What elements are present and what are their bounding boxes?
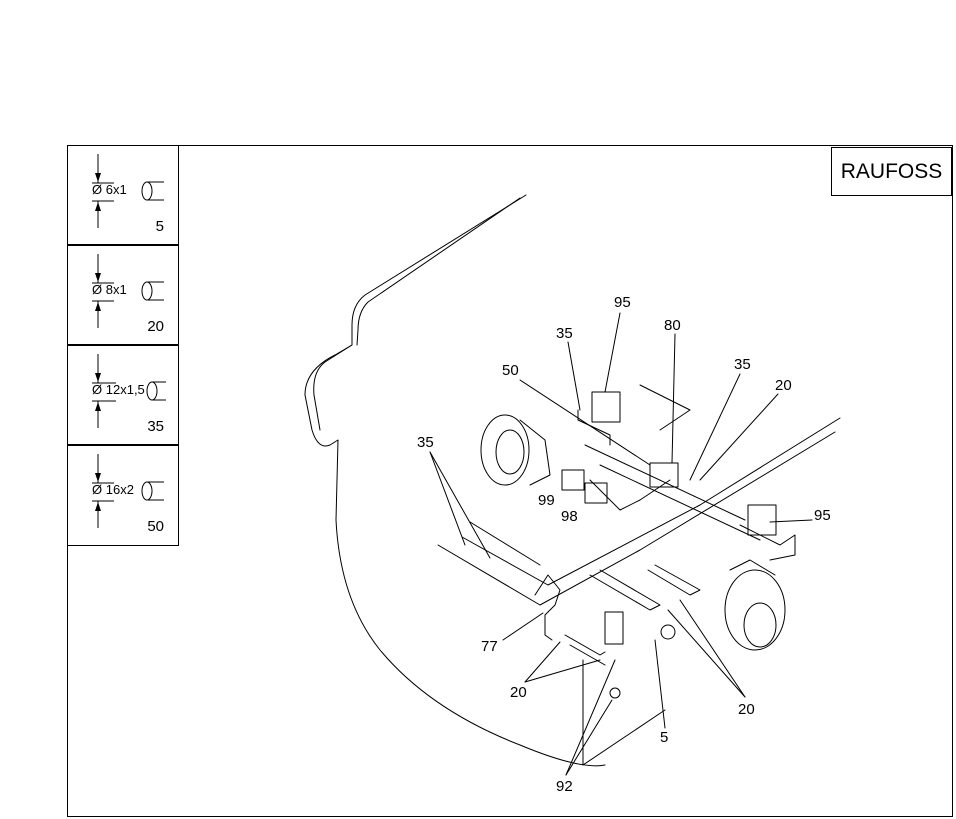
leader-35c-1 xyxy=(429,451,466,546)
main-pipe-1 xyxy=(437,431,836,606)
callout-95-top: 95 xyxy=(614,294,631,311)
cab-outline-inner xyxy=(356,197,521,346)
pipe-valve-loop xyxy=(577,409,611,446)
dimension-arrows-icon xyxy=(92,154,164,228)
leader-20c-2 xyxy=(679,599,746,698)
brake-chamber-left xyxy=(480,414,530,486)
pipe-center xyxy=(589,569,661,611)
valve-95-right xyxy=(747,504,777,536)
callout-35-top: 35 xyxy=(556,325,573,342)
callout-20-left: 20 xyxy=(510,684,527,701)
main-pipe-3 xyxy=(469,521,541,566)
legend-qty: 20 xyxy=(147,318,164,335)
pipe-top-1 xyxy=(639,384,691,431)
pipe-98-loop xyxy=(589,479,671,511)
legend-row-8x1: Ø 8x1 20 xyxy=(67,245,179,345)
pipe-lower xyxy=(564,634,606,666)
legend-row-6x1: Ø 6x1 5 xyxy=(67,145,179,245)
leader-20c-1 xyxy=(667,609,746,698)
leader-35b xyxy=(689,373,741,481)
cab-outline xyxy=(304,194,606,767)
callout-77: 77 xyxy=(481,638,498,655)
legend-qty: 50 xyxy=(147,518,164,535)
leader-20b-2 xyxy=(524,659,601,683)
cab-mirror xyxy=(313,344,353,431)
valve-99 xyxy=(561,469,585,491)
leader-92-1 xyxy=(565,659,616,776)
callout-99: 99 xyxy=(538,492,555,509)
pipe-center-2 xyxy=(647,564,701,596)
dimension-arrows-icon xyxy=(92,354,166,428)
legend-size-label: Ø 16x2 xyxy=(92,482,134,497)
legend-size-label: Ø 8x1 xyxy=(92,282,127,297)
leader-77 xyxy=(502,612,544,641)
leader-50 xyxy=(519,379,651,466)
pipe-right-2 xyxy=(584,444,746,521)
valve-92 xyxy=(604,611,624,645)
legend-qty: 35 xyxy=(147,418,164,435)
legend-row-12x1-5: Ø 12x1,5 35 xyxy=(67,345,179,445)
leader-35a xyxy=(567,341,581,411)
pipe-right-loop xyxy=(739,524,796,561)
callout-5: 5 xyxy=(660,729,668,746)
pipe-right-1 xyxy=(599,464,761,541)
callout-92: 92 xyxy=(556,778,573,795)
leader-95b xyxy=(769,519,813,523)
callout-35-left: 35 xyxy=(417,434,434,451)
drawing-frame xyxy=(67,145,953,817)
callout-20-bottom: 20 xyxy=(738,701,755,718)
leader-35c-2 xyxy=(429,451,491,559)
leader-20b-1 xyxy=(524,641,561,683)
leader-95a xyxy=(604,312,621,393)
callout-20-right: 20 xyxy=(775,377,792,394)
leader-20a xyxy=(699,393,779,481)
leader-5 xyxy=(654,639,666,729)
valve-80 xyxy=(649,462,679,488)
legend-row-16x2: Ø 16x2 50 xyxy=(67,445,179,546)
callout-35-right: 35 xyxy=(734,356,751,373)
leader-80 xyxy=(671,333,676,464)
callout-98: 98 xyxy=(561,508,578,525)
legend-qty: 5 xyxy=(155,218,164,235)
connector-clip xyxy=(660,624,676,640)
valve-95-top xyxy=(591,391,621,423)
pipe-size-legend: Ø 6x1 5 Ø 8x1 20 Ø 12x1,5 35 xyxy=(67,145,179,546)
callout-50: 50 xyxy=(502,362,519,379)
legend-size-label: Ø 6x1 xyxy=(92,182,127,197)
valve-98 xyxy=(584,482,608,504)
leader-92-2 xyxy=(565,699,613,776)
main-pipe-2 xyxy=(461,417,841,586)
callout-80: 80 xyxy=(664,317,681,334)
brake-chamber-right xyxy=(724,569,786,651)
cab-edge xyxy=(582,659,666,766)
valve-77 xyxy=(534,574,561,641)
dimension-arrows-icon xyxy=(92,454,164,528)
brand-label: RAUFOSS xyxy=(831,147,952,196)
drain-92 xyxy=(609,687,621,699)
dimension-arrows-icon xyxy=(92,254,164,328)
legend-size-label: Ø 12x1,5 xyxy=(92,382,145,397)
callout-95-right: 95 xyxy=(814,507,831,524)
